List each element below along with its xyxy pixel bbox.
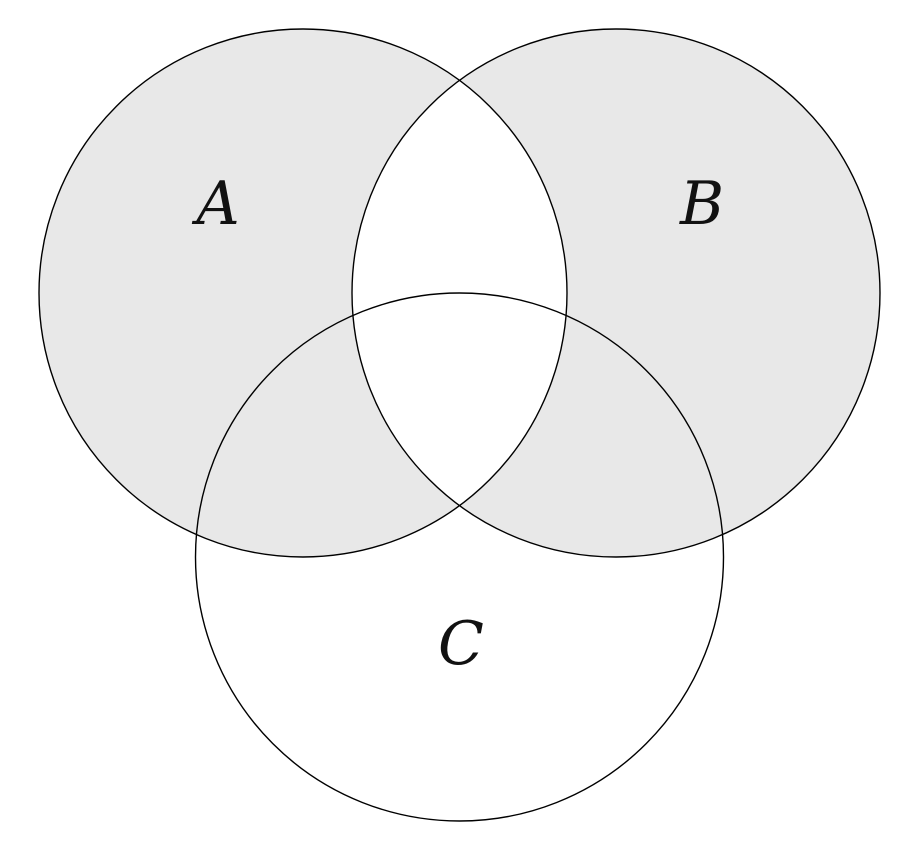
shaded-region-a-xor-b xyxy=(39,29,880,557)
set-label-c: C xyxy=(438,609,484,679)
set-label-a: A xyxy=(191,169,239,239)
circle-b-outline xyxy=(351,28,881,558)
set-label-b: B xyxy=(679,169,724,239)
circle-c-outline xyxy=(194,292,725,822)
circle-a-outline xyxy=(38,28,568,558)
